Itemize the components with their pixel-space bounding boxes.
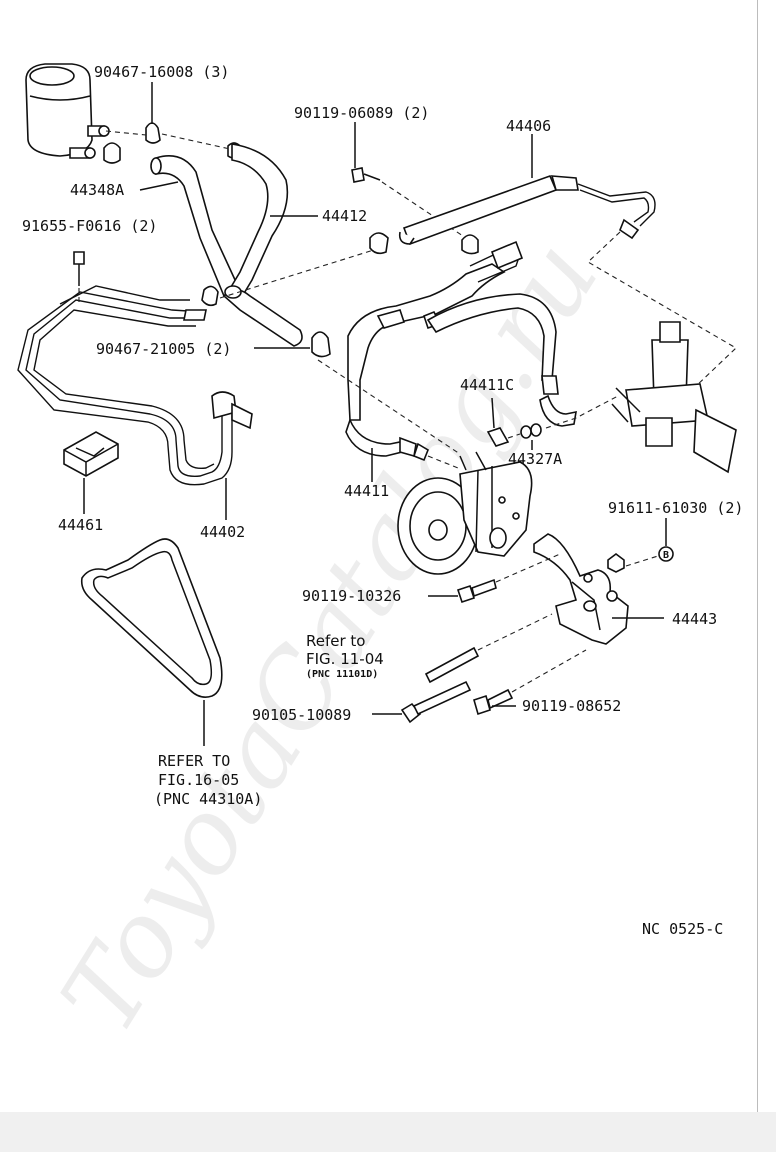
stud-bolt: [424, 646, 480, 684]
dashed-clamp-21005: [219, 247, 381, 299]
dashed-bolt-08652: [511, 649, 587, 693]
hose-44411: [345, 240, 577, 462]
label-44348a: 44348A: [70, 181, 124, 199]
label-44412: 44412: [322, 207, 367, 225]
drive-belt: [80, 538, 223, 698]
label-44461: 44461: [58, 516, 103, 534]
dashed-reservoir: [105, 130, 231, 150]
union-44411c: [486, 397, 510, 447]
label-44327a: 44327A: [508, 450, 562, 468]
label-90105-10089: 90105-10089: [252, 706, 351, 724]
marker-b-label: B: [663, 550, 669, 561]
label-90119-06089: 90119-06089 (2): [294, 104, 429, 122]
clamp-44461: [63, 431, 119, 477]
refer-belt-line3: (PNC 44310A): [154, 790, 262, 808]
bracket-44443: [533, 533, 629, 645]
steering-gear: [611, 321, 737, 474]
label-44406: 44406: [506, 117, 551, 135]
nut-91611-61030: [607, 553, 625, 573]
dashed-gear-upper: [587, 231, 737, 389]
refer-belt-line2: FIG.16-05: [158, 771, 239, 789]
marker-b: B: [658, 546, 674, 562]
label-90119-10326: 90119-10326: [302, 587, 401, 605]
refer-belt-note: REFER TO FIG.16-05 (PNC 44310A): [154, 752, 262, 808]
reservoir-tank: [25, 63, 110, 159]
tube-44402: [17, 285, 253, 486]
clamp-44406: [369, 232, 479, 255]
label-90467-16008: 90467-16008 (3): [94, 63, 229, 81]
label-90467-21005: 90467-21005 (2): [96, 340, 231, 358]
label-91655-f0616: 91655-F0616 (2): [22, 217, 157, 235]
refer-belt-line1: REFER TO: [158, 752, 230, 770]
label-44402: 44402: [200, 523, 245, 541]
leader-44348a: [139, 181, 179, 191]
label-44443: 44443: [672, 610, 717, 628]
label-90119-08652: 90119-08652: [522, 697, 621, 715]
refer-engine-line2: FIG. 11-04: [306, 650, 384, 668]
bolt-91655-f0616: [73, 251, 85, 286]
refer-engine-line3: (PNC 11101D): [306, 669, 378, 680]
label-91611-61030: 91611-61030 (2): [608, 499, 743, 517]
dashed-stud: [477, 613, 553, 651]
hose-44348a: [150, 155, 237, 298]
bolt-90119-08652: [473, 688, 514, 716]
bolt-90119-10326: [456, 578, 497, 604]
dashed-nut: [625, 555, 659, 567]
dashed-bolt-06089: [381, 181, 473, 243]
power-steering-pump: [397, 451, 533, 575]
footer-band: [0, 1112, 776, 1152]
bolt-90119-06089: [351, 167, 381, 183]
hose-44406: [398, 174, 656, 246]
figure-code: NC 0525-C: [642, 920, 723, 938]
hose-44412: [222, 143, 303, 347]
dashed-bolt-10326: [495, 553, 561, 583]
dashed-pump: [317, 359, 461, 469]
clamp-90467-21005: [201, 285, 331, 358]
refer-engine-line1: Refer to: [306, 632, 365, 650]
refer-engine-note: Refer to FIG. 11-04 (PNC 11101D): [306, 632, 384, 680]
label-44411c: 44411C: [460, 376, 514, 394]
label-44411: 44411: [344, 482, 389, 500]
gasket-44327a: [520, 423, 542, 439]
dashed-union: [507, 395, 619, 439]
bolt-90105-10089: [400, 680, 472, 724]
right-border: [757, 0, 758, 1112]
